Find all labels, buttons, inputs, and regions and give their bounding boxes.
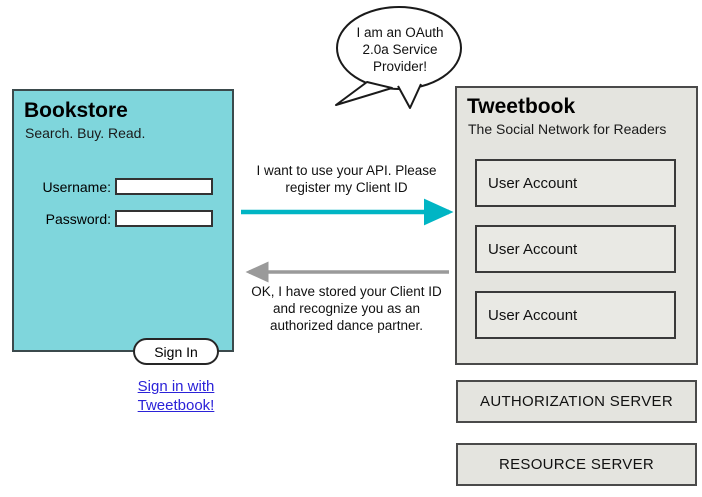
tweetbook-panel: Tweetbook The Social Network for Readers… — [455, 86, 698, 365]
bookstore-title: Bookstore — [24, 99, 128, 122]
bookstore-panel: Bookstore Search. Buy. Read. Username: P… — [12, 89, 234, 414]
tweetbook-tagline: The Social Network for Readers — [468, 121, 667, 137]
username-label: Username: — [42, 178, 111, 195]
resource-server-box[interactable]: RESOURCE SERVER — [456, 443, 697, 486]
sign-in-with-tweetbook-link[interactable]: Sign in with Tweetbook! — [137, 378, 215, 414]
authorization-server-box[interactable]: AUTHORIZATION SERVER — [456, 380, 697, 423]
password-label: Password: — [45, 210, 111, 227]
response-message-label: OK, I have stored your Client ID and rec… — [251, 284, 442, 333]
user-account-box[interactable]: User Account — [475, 225, 676, 273]
user-account-box[interactable]: User Account — [475, 291, 676, 339]
bookstore-tagline: Search. Buy. Read. — [25, 125, 146, 141]
username-field-row: Username: — [31, 178, 213, 195]
tweetbook-title: Tweetbook — [467, 95, 576, 118]
speech-bubble-line-1: I am an OAuth — [356, 25, 444, 40]
request-message-label: I want to use your API. Please register … — [256, 163, 437, 195]
password-field-row: Password: — [31, 210, 213, 227]
sign-in-button[interactable]: Sign In — [133, 338, 219, 365]
speech-bubble-line-2: 2.0a Service — [362, 42, 438, 57]
speech-bubble-line-3: Provider! — [372, 59, 428, 74]
username-input[interactable] — [115, 178, 213, 195]
speech-bubble: I am an OAuth 2.0a Service Provider! — [332, 2, 468, 107]
user-account-box[interactable]: User Account — [475, 159, 676, 207]
password-input[interactable] — [115, 210, 213, 227]
speech-bubble-text: I am an OAuth 2.0a Service Provider! — [346, 24, 454, 75]
